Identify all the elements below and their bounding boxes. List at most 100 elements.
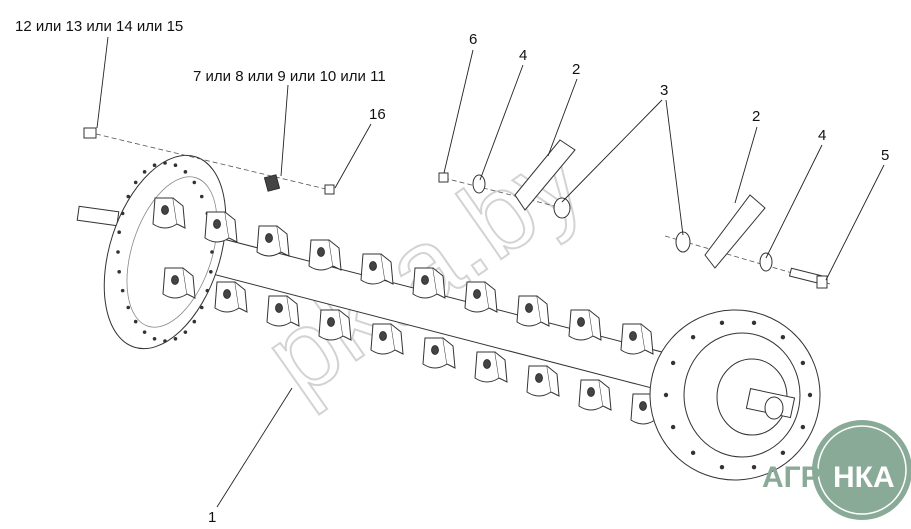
- blade-side: [442, 337, 456, 369]
- blade-side: [182, 267, 196, 299]
- disk-hole: [116, 250, 120, 254]
- disk-hole: [117, 230, 121, 234]
- label-part-2a: 2: [572, 61, 580, 78]
- blade-hole: [577, 317, 585, 327]
- blade: [162, 267, 196, 299]
- blade: [516, 295, 550, 327]
- leader-lines: [96, 36, 885, 508]
- disk-hole: [183, 170, 188, 174]
- blade: [256, 225, 290, 257]
- disk-hole: [209, 270, 213, 274]
- disk-bolt-hole: [780, 450, 786, 456]
- disk-hole: [142, 330, 147, 334]
- disk-hole: [205, 288, 210, 293]
- blade-side: [286, 295, 300, 327]
- disk-hole: [126, 194, 131, 199]
- logo-text-left: АГРО: [762, 461, 844, 494]
- disk-hole: [142, 170, 147, 174]
- disk-hole: [192, 180, 197, 185]
- label-part-4a: 4: [519, 47, 527, 64]
- blade: [422, 337, 456, 369]
- blade: [474, 351, 508, 383]
- blade: [318, 309, 352, 341]
- blade-side: [380, 253, 394, 285]
- label-part-6: 6: [469, 31, 477, 48]
- right-disk: [649, 309, 821, 481]
- disk-bolt-hole: [670, 360, 676, 366]
- blade: [266, 295, 300, 327]
- knife-2a: [514, 139, 576, 211]
- disk-hole: [117, 270, 121, 274]
- disk-bolt-hole: [663, 392, 669, 398]
- blade: [308, 239, 342, 271]
- disk-hole: [152, 163, 157, 168]
- blade-side: [338, 309, 352, 341]
- label-part-1: 1: [208, 509, 216, 526]
- nut-6: [438, 172, 449, 183]
- disk-hole: [173, 163, 178, 168]
- disk-bolt-hole: [800, 424, 806, 430]
- disk-hole: [163, 161, 167, 165]
- blade: [526, 365, 560, 397]
- blade-hole: [421, 275, 429, 285]
- blade: [412, 267, 446, 299]
- blade-hole: [223, 289, 231, 299]
- blade-side: [536, 295, 550, 327]
- blade-side: [276, 225, 290, 257]
- disk-hole: [133, 319, 138, 324]
- disk-bolt-hole: [780, 334, 786, 340]
- agronka-logo: АГРО НКА: [762, 420, 911, 520]
- disk-bolt-hole: [719, 320, 725, 326]
- blade-hole: [161, 205, 169, 215]
- blade-hole: [317, 247, 325, 257]
- label-part-5: 5: [881, 147, 889, 164]
- blade-hole: [171, 275, 179, 285]
- blade-hole: [265, 233, 273, 243]
- blade-rows: [152, 197, 716, 439]
- label-part-2b: 2: [752, 108, 760, 125]
- bolt-5-head: [816, 275, 828, 289]
- label-part-4b: 4: [818, 127, 826, 144]
- blade: [152, 197, 186, 229]
- blade-side: [494, 351, 508, 383]
- blade: [214, 281, 248, 313]
- blade-side: [234, 281, 248, 313]
- blade-side: [432, 267, 446, 299]
- disk-bolt-hole: [807, 392, 813, 398]
- blade-hole: [213, 219, 221, 229]
- disk-hole: [133, 180, 138, 185]
- blade: [204, 211, 238, 243]
- nut: [324, 184, 335, 195]
- disk-bolt-hole: [690, 334, 696, 340]
- label-part-16: 16: [369, 106, 386, 123]
- disk-bolt-hole: [719, 464, 725, 470]
- disk-hole: [183, 330, 188, 334]
- disk-hole: [210, 250, 214, 254]
- disk-bolt-hole: [751, 320, 757, 326]
- label-parts-12-15: 12 или 13 или 14 или 15: [15, 18, 183, 35]
- blade: [464, 281, 498, 313]
- blade-hole: [473, 289, 481, 299]
- blade-hole: [379, 331, 387, 341]
- blade-hole: [483, 359, 491, 369]
- disk-hole: [173, 336, 178, 341]
- blade: [360, 253, 394, 285]
- disk-hole: [126, 305, 131, 310]
- blade-side: [588, 309, 602, 341]
- label-part-3: 3: [660, 82, 668, 99]
- bushing-3a: [553, 197, 571, 219]
- blade-side: [640, 323, 654, 355]
- blade: [370, 323, 404, 355]
- square-plate: [263, 174, 281, 192]
- disk-hole: [163, 339, 167, 343]
- disk-bolt-hole: [800, 360, 806, 366]
- blade-hole: [431, 345, 439, 355]
- blade: [568, 309, 602, 341]
- disk-hole: [192, 319, 197, 324]
- blade-side: [224, 211, 238, 243]
- disk-hole: [199, 194, 204, 199]
- hardware: [83, 127, 831, 289]
- left-disk: [103, 154, 227, 350]
